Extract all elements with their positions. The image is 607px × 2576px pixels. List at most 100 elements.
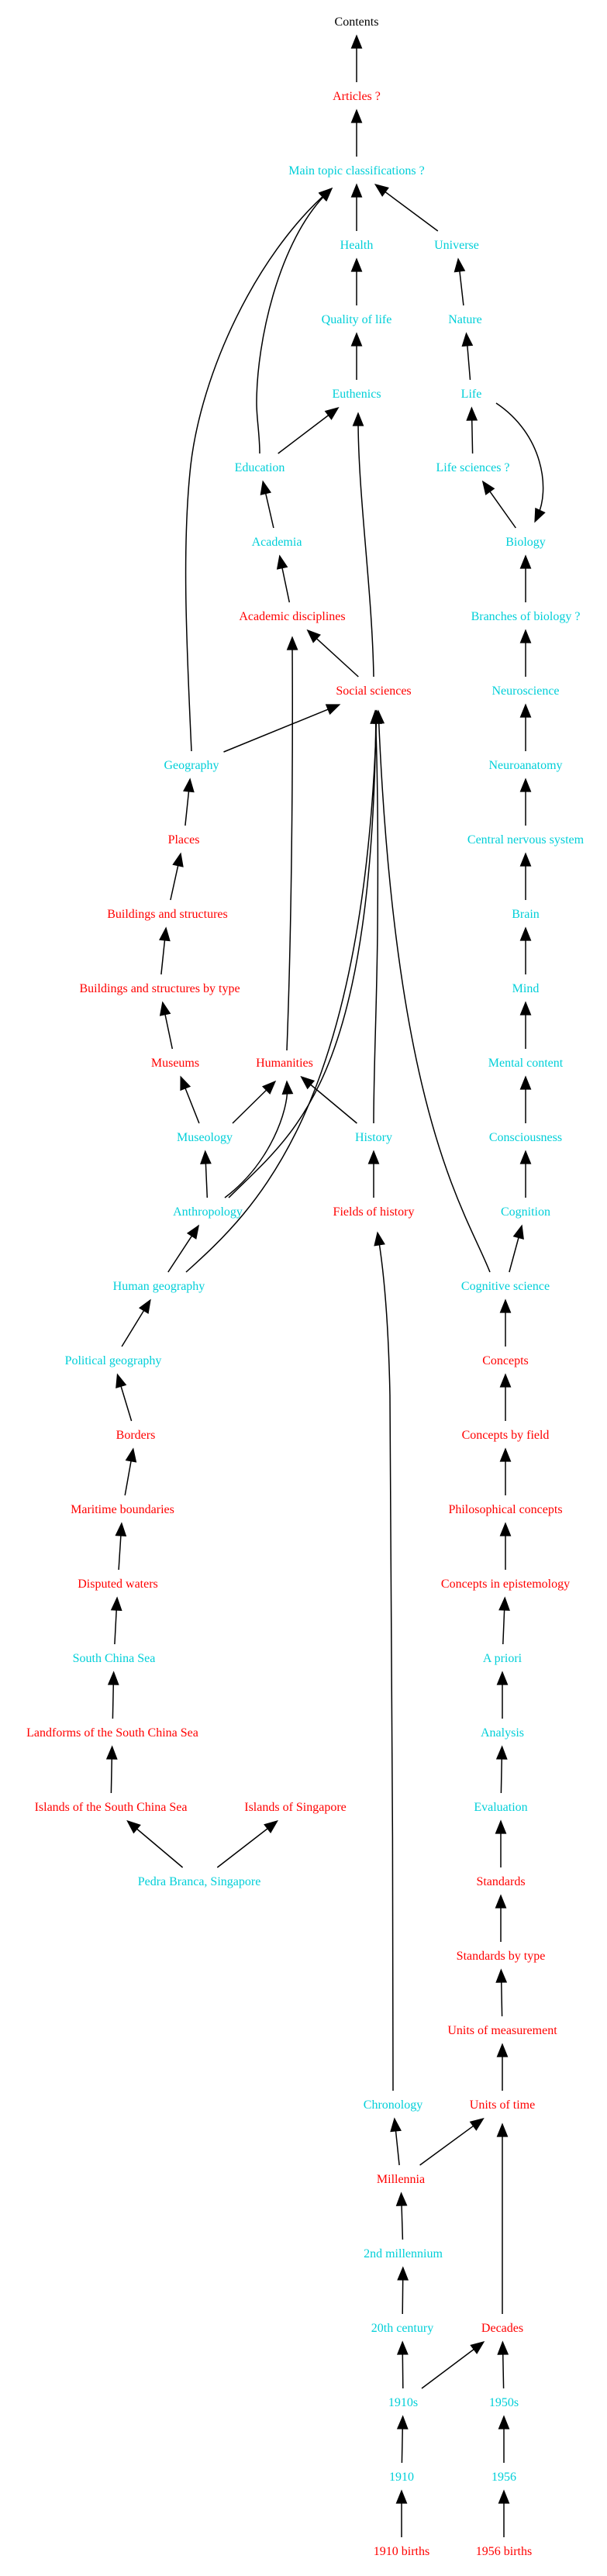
arrowhead <box>300 1075 316 1090</box>
node-millennia[interactable]: Millennia <box>377 2173 425 2186</box>
node-mental-content[interactable]: Mental content <box>488 1057 564 1070</box>
node-social-sciences[interactable]: Social sciences <box>336 685 411 698</box>
node-concepts[interactable]: Concepts <box>482 1354 529 1367</box>
edge-neuroscience-to-branches-biology <box>519 629 532 677</box>
node-consciousness[interactable]: Consciousness <box>489 1131 562 1144</box>
node-islands-sg[interactable]: Islands of Singapore <box>244 1801 347 1814</box>
node-museology[interactable]: Museology <box>177 1131 233 1144</box>
arrowhead <box>200 1150 212 1164</box>
node-landforms-scs[interactable]: Landforms of the South China Sea <box>26 1726 198 1740</box>
node-museums[interactable]: Museums <box>151 1057 199 1070</box>
node-brain[interactable]: Brain <box>512 908 540 921</box>
edge-line <box>110 1757 113 1794</box>
edge-units-measurement-to-standards-type <box>495 1968 508 2017</box>
node-a-priori[interactable]: A priori <box>483 1652 523 1665</box>
node-borders[interactable]: Borders <box>116 1429 156 1442</box>
node-chronology[interactable]: Chronology <box>364 2098 422 2112</box>
node-anthropology[interactable]: Anthropology <box>173 1205 243 1219</box>
node-maritime[interactable]: Maritime boundaries <box>71 1503 174 1516</box>
edge-line <box>357 419 374 678</box>
edge-line <box>286 643 293 1051</box>
node-second-millennium[interactable]: 2nd millennium <box>364 2247 443 2260</box>
edge-academia-to-education <box>260 480 274 529</box>
node-standards-type[interactable]: Standards by type <box>457 1950 546 1963</box>
edge-line <box>402 2278 404 2315</box>
arrowhead <box>496 1671 509 1685</box>
edge-concepts-to-cognitive-science <box>499 1298 512 1347</box>
node-fields-history[interactable]: Fields of history <box>333 1205 415 1219</box>
node-geography[interactable]: Geography <box>164 759 219 772</box>
edge-line <box>112 1682 115 1719</box>
arrowhead <box>261 1080 277 1095</box>
node-political-geography[interactable]: Political geography <box>65 1354 162 1367</box>
node-scs[interactable]: South China Sea <box>73 1652 156 1665</box>
arrowhead <box>352 412 364 426</box>
node-decades[interactable]: Decades <box>481 2322 523 2335</box>
arrowhead <box>395 2191 408 2206</box>
node-neuroscience[interactable]: Neuroscience <box>491 685 559 698</box>
node-human-geography[interactable]: Human geography <box>113 1280 205 1293</box>
node-quality-of-life[interactable]: Quality of life <box>322 313 392 326</box>
node-articles[interactable]: Articles ? <box>333 90 381 103</box>
edge-branches-biology-to-biology <box>519 554 532 602</box>
node-neuroanatomy[interactable]: Neuroanatomy <box>488 759 562 772</box>
node-1956[interactable]: 1956 <box>491 2471 516 2484</box>
node-1956-births[interactable]: 1956 births <box>476 2545 532 2558</box>
node-disputed[interactable]: Disputed waters <box>78 1578 158 1591</box>
node-buildings-type[interactable]: Buildings and structures by type <box>79 982 240 995</box>
node-biology[interactable]: Biology <box>505 536 546 549</box>
arrowhead <box>466 406 478 421</box>
edge-1910-to-1910s <box>396 2415 409 2464</box>
node-life-sciences[interactable]: Life sciences ? <box>436 461 509 474</box>
node-history[interactable]: History <box>355 1131 392 1144</box>
node-1910-births[interactable]: 1910 births <box>374 2545 429 2558</box>
node-analysis[interactable]: Analysis <box>481 1726 524 1740</box>
node-places[interactable]: Places <box>168 833 200 847</box>
node-standards[interactable]: Standards <box>476 1875 525 1888</box>
node-1950s[interactable]: 1950s <box>489 2396 519 2409</box>
node-concepts-epist[interactable]: Concepts in epistemology <box>441 1578 570 1591</box>
arrowhead <box>180 1075 191 1091</box>
node-twentieth-century[interactable]: 20th century <box>371 2322 433 2335</box>
edge-units-time-to-units-measurement <box>496 2043 509 2091</box>
arrowhead <box>496 2043 509 2057</box>
arrowhead <box>396 2415 409 2429</box>
node-buildings[interactable]: Buildings and structures <box>107 908 228 921</box>
node-pedra-branca[interactable]: Pedra Branca, Singapore <box>138 1875 261 1888</box>
node-1910s[interactable]: 1910s <box>388 2396 418 2409</box>
node-cognition[interactable]: Cognition <box>501 1205 550 1219</box>
edge-universe-to-main-topic <box>374 184 439 232</box>
node-universe[interactable]: Universe <box>434 239 479 252</box>
node-concepts-field[interactable]: Concepts by field <box>462 1429 550 1442</box>
node-cns[interactable]: Central nervous system <box>467 833 585 847</box>
node-islands-scs[interactable]: Islands of the South China Sea <box>35 1801 188 1814</box>
node-evaluation[interactable]: Evaluation <box>474 1801 527 1814</box>
node-life[interactable]: Life <box>461 388 482 401</box>
edge-cognitive-science-to-social-sciences <box>373 709 491 1273</box>
node-1910[interactable]: 1910 <box>389 2471 414 2484</box>
node-units-time[interactable]: Units of time <box>470 2098 535 2112</box>
node-main-topic[interactable]: Main topic classifications ? <box>288 164 425 178</box>
edge-buildings-type-to-buildings <box>159 926 171 975</box>
edge-museums-to-buildings-type <box>159 1001 174 1050</box>
arrowhead <box>495 1819 507 1834</box>
node-health[interactable]: Health <box>340 239 374 252</box>
node-academic-disciplines[interactable]: Academic disciplines <box>239 610 345 623</box>
arrowhead <box>534 507 546 523</box>
node-units-measurement[interactable]: Units of measurement <box>447 2024 557 2037</box>
node-phil-concepts[interactable]: Philosophical concepts <box>448 1503 562 1516</box>
node-nature[interactable]: Nature <box>448 313 482 326</box>
edge-line <box>471 418 474 454</box>
node-mind[interactable]: Mind <box>512 982 540 995</box>
node-contents[interactable]: Contents <box>335 16 379 29</box>
edge-euthenics-to-quality-of-life <box>350 332 363 380</box>
node-education[interactable]: Education <box>235 461 285 474</box>
edge-line <box>256 192 328 454</box>
node-humanities[interactable]: Humanities <box>256 1057 313 1070</box>
node-academia[interactable]: Academia <box>252 536 302 549</box>
arrowhead <box>367 1150 380 1164</box>
node-branches-biology[interactable]: Branches of biology ? <box>471 610 581 623</box>
node-cognitive-science[interactable]: Cognitive science <box>461 1280 550 1293</box>
node-euthenics[interactable]: Euthenics <box>332 388 381 401</box>
arrowhead <box>138 1298 151 1315</box>
